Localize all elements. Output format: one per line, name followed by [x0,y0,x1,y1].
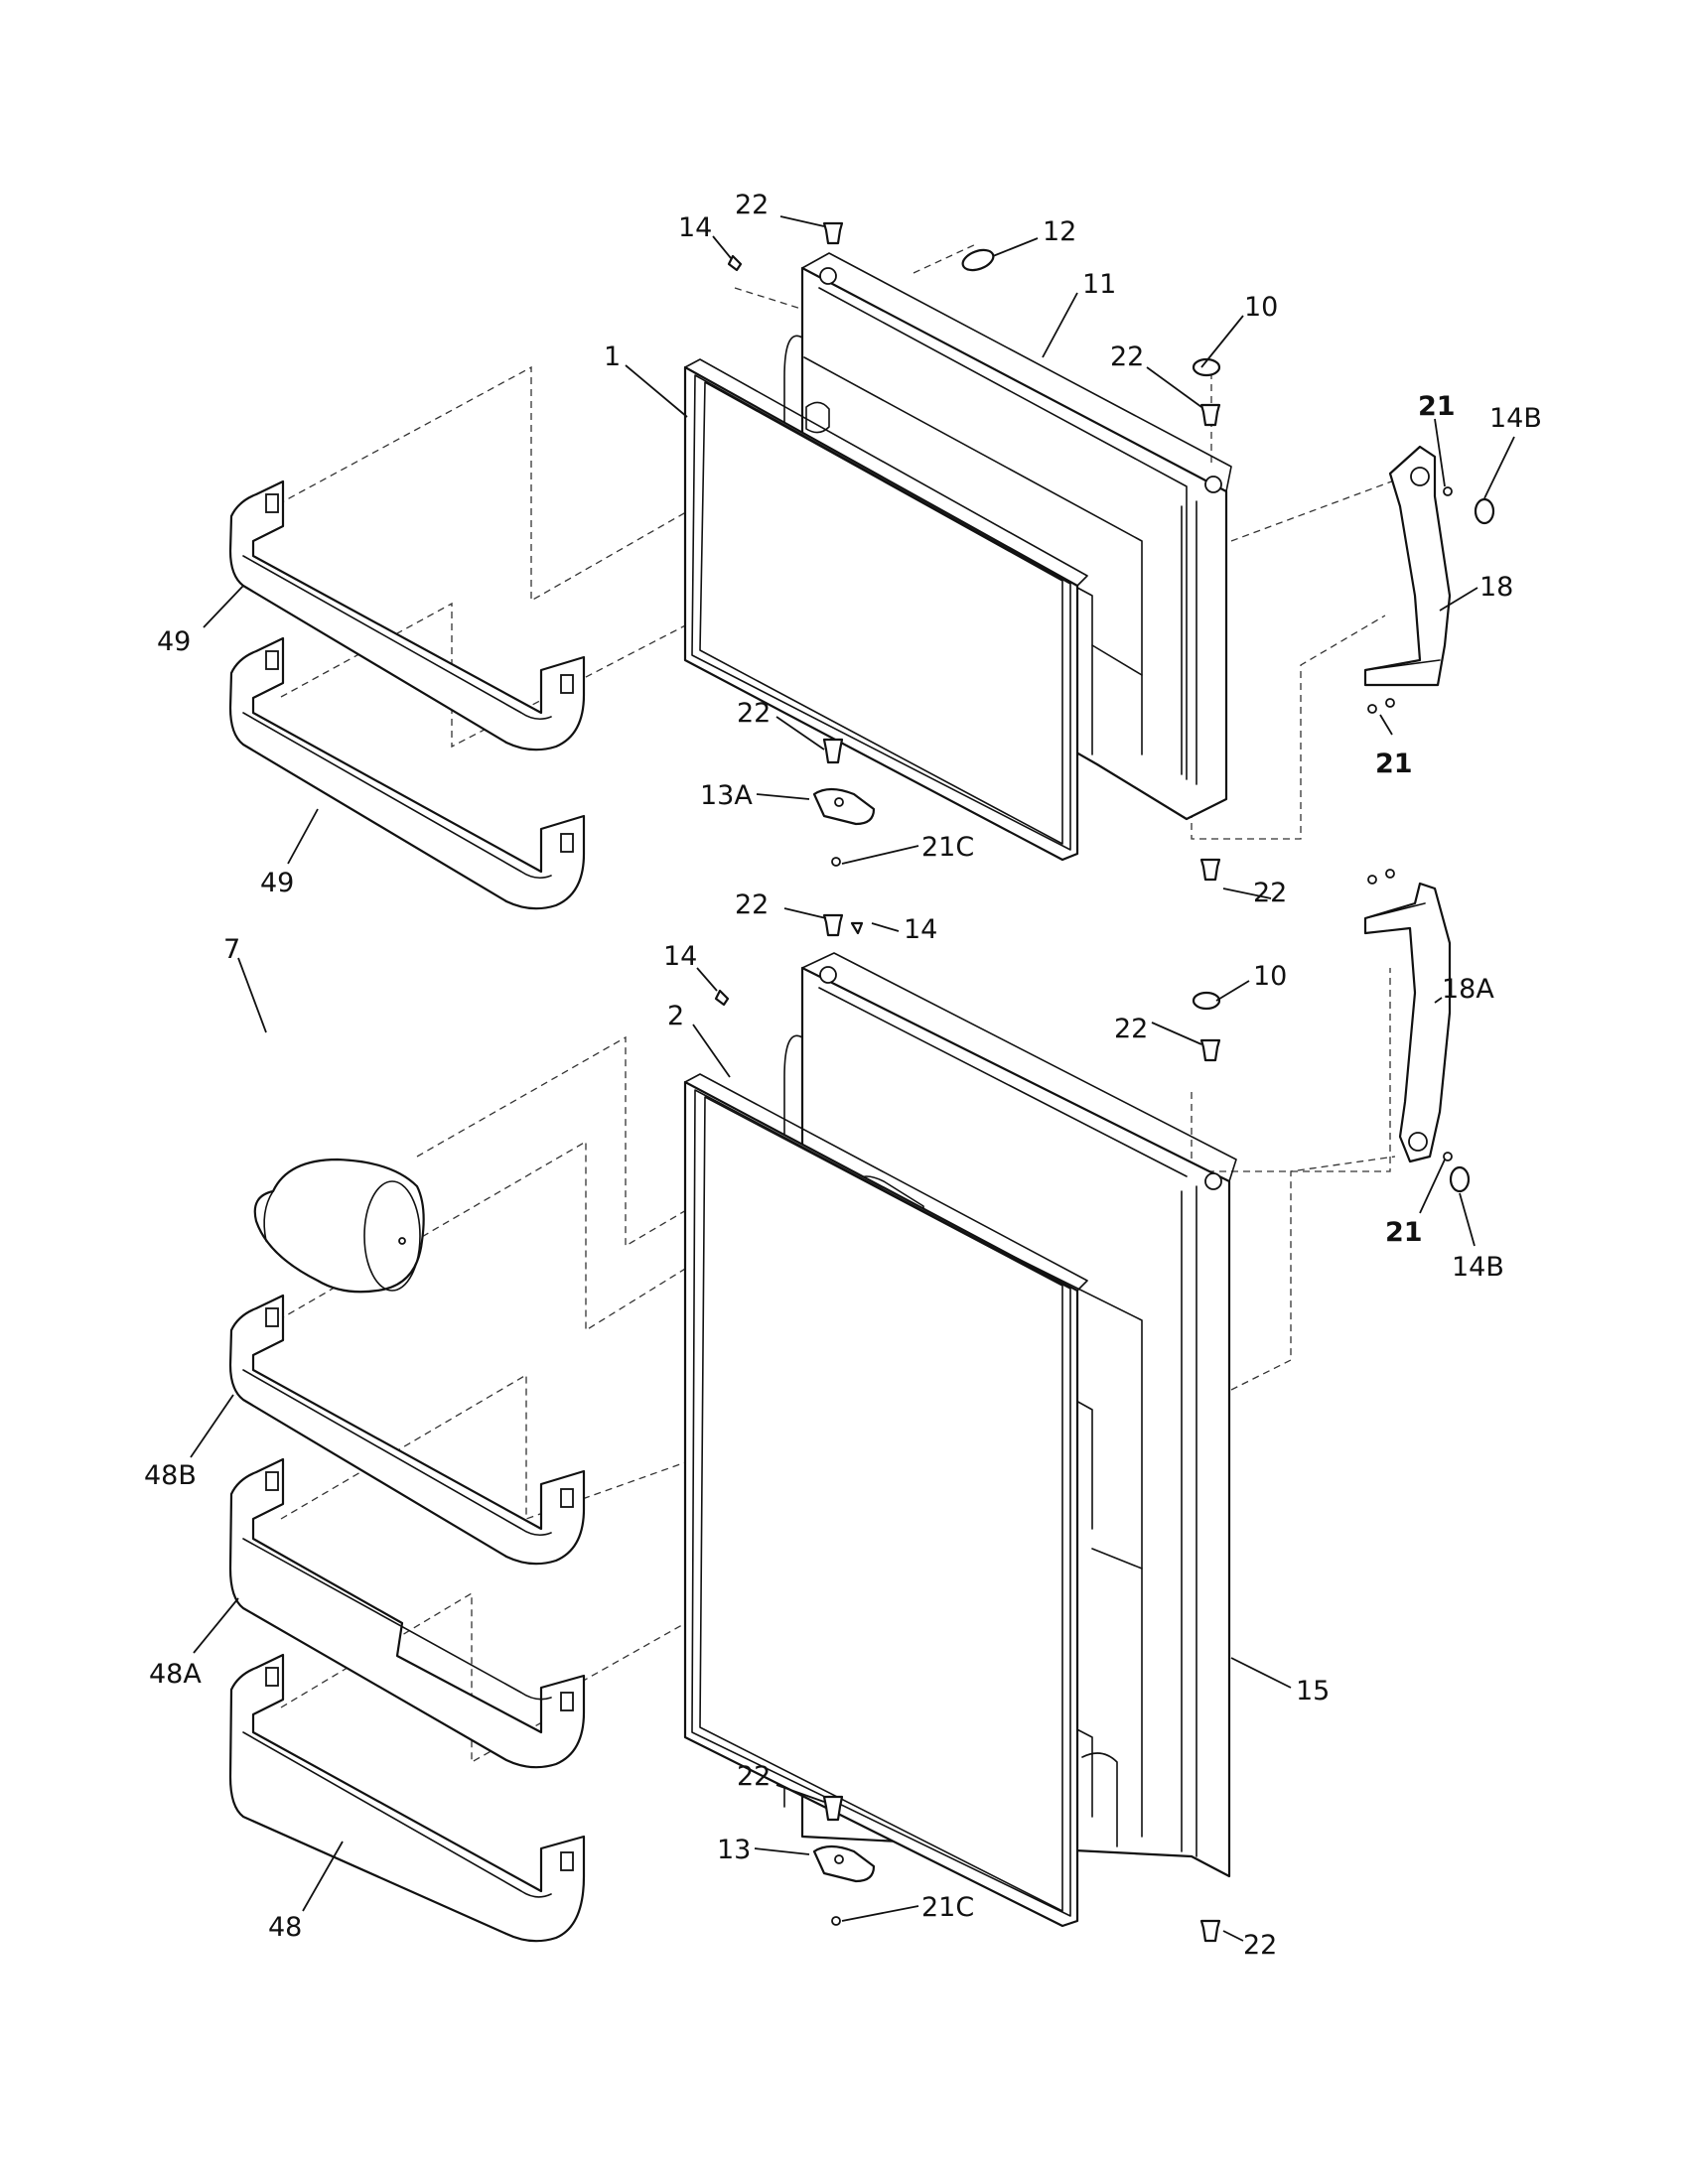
callout-22-upper-right: 22 [1110,341,1144,372]
callout-18: 18 [1479,572,1513,603]
callout-14b-top: 14B [1489,403,1542,434]
fresh-food-door-gasket [683,1073,1088,1928]
callout-49-upper: 49 [157,626,191,657]
dairy-compartment [253,1158,425,1294]
callout-18a: 18A [1442,974,1494,1005]
callout-22-upper-hinge: 22 [1253,878,1287,908]
callout-14b-lower: 14B [1452,1252,1504,1283]
callout-14-lower-a: 14 [904,914,937,945]
callout-13: 13 [717,1835,751,1865]
callout-48: 48 [268,1912,302,1943]
upper-hinge-bracket [1363,445,1452,687]
callout-21-top: 21 [1418,391,1456,422]
freezer-door-outer-panel [783,252,1232,821]
callout-22-lower-hinge: 22 [1243,1930,1277,1961]
callout-22-lower-right: 22 [1114,1014,1148,1044]
fresh-food-shelf-48b [228,1294,586,1566]
callout-22-top: 22 [735,190,769,220]
callout-15: 15 [1296,1676,1330,1706]
callout-12: 12 [1043,216,1076,247]
callout-10-top: 10 [1244,292,1278,323]
callout-13a: 13A [700,780,753,811]
callout-22-lower-bottom: 22 [737,1761,771,1792]
lower-hinge-bracket [1363,882,1452,1163]
callout-21-lower: 21 [1385,1217,1423,1248]
callout-labels: 22 14 12 11 10 22 1 21 14B 18 49 22 21 1… [144,190,1542,1961]
hardware-screws [714,221,1495,1943]
callout-2: 2 [667,1001,684,1031]
callout-22-upper-bottom: 22 [737,698,771,729]
callout-21c-upper: 21C [921,832,974,863]
callout-10-lower: 10 [1253,961,1287,992]
callout-22-lower-top: 22 [735,889,769,920]
freezer-door-gasket [683,358,1088,862]
callout-21c-lower: 21C [921,1892,974,1923]
callout-14-top: 14 [678,212,712,243]
fresh-food-shelf-48a [228,1457,586,1769]
fresh-food-shelf-48 [228,1653,586,1943]
freezer-door-shelf-lower [228,636,586,910]
callout-11: 11 [1082,269,1116,300]
leader-lines [190,215,1515,1942]
callout-49-lower: 49 [260,868,294,898]
freezer-door-shelf-upper [228,479,586,751]
callout-14-lower-b: 14 [663,941,697,972]
callout-48b: 48B [144,1460,197,1491]
callout-1: 1 [604,341,621,372]
callout-48a: 48A [149,1659,202,1690]
callout-7: 7 [223,934,240,965]
callout-21-mid: 21 [1375,749,1413,779]
